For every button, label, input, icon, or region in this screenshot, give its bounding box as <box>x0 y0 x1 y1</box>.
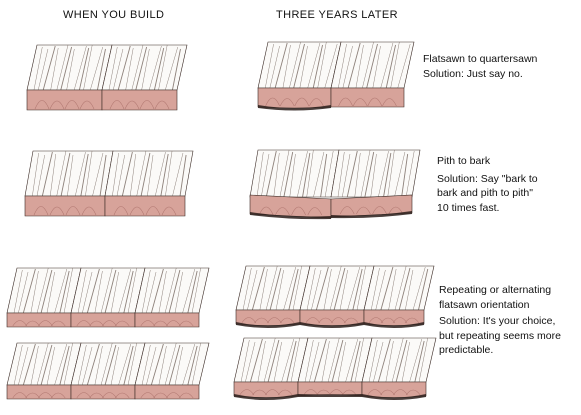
caption-repeating-or-alternating: Repeating or alternating flatsawn orient… <box>439 283 567 358</box>
caption-pith-to-bark: Pith to bark Solution: Say "bark to bark… <box>437 154 547 215</box>
panel-pith-to-bark-later <box>249 149 421 220</box>
panel-flatsawn-quartersawn-build <box>26 44 188 111</box>
panel-pith-to-bark-build <box>24 150 194 217</box>
panel-repeating-build-a <box>6 267 210 328</box>
caption-title: Flatsawn to quartersawn <box>423 53 538 65</box>
caption-title: Repeating or alternating flatsawn orient… <box>439 284 552 311</box>
panel-flatsawn-quartersawn-later <box>257 41 415 111</box>
caption-solution: Solution: Just say no. <box>423 67 523 80</box>
panel-repeating-later-a <box>235 265 435 328</box>
caption-title: Pith to bark <box>437 155 491 167</box>
panel-alternating-later-b <box>233 337 437 400</box>
panel-alternating-build-b <box>6 342 210 400</box>
header-three-years-later: THREE YEARS LATER <box>276 9 398 21</box>
caption-solution: Solution: It's your choice, but repeatin… <box>439 315 561 356</box>
caption-solution: Solution: Say "bark to bark and pith to … <box>437 172 538 214</box>
header-when-you-build: WHEN YOU BUILD <box>63 9 165 21</box>
caption-flatsawn-to-quartersawn: Flatsawn to quartersawn Solution: Just s… <box>423 52 573 81</box>
